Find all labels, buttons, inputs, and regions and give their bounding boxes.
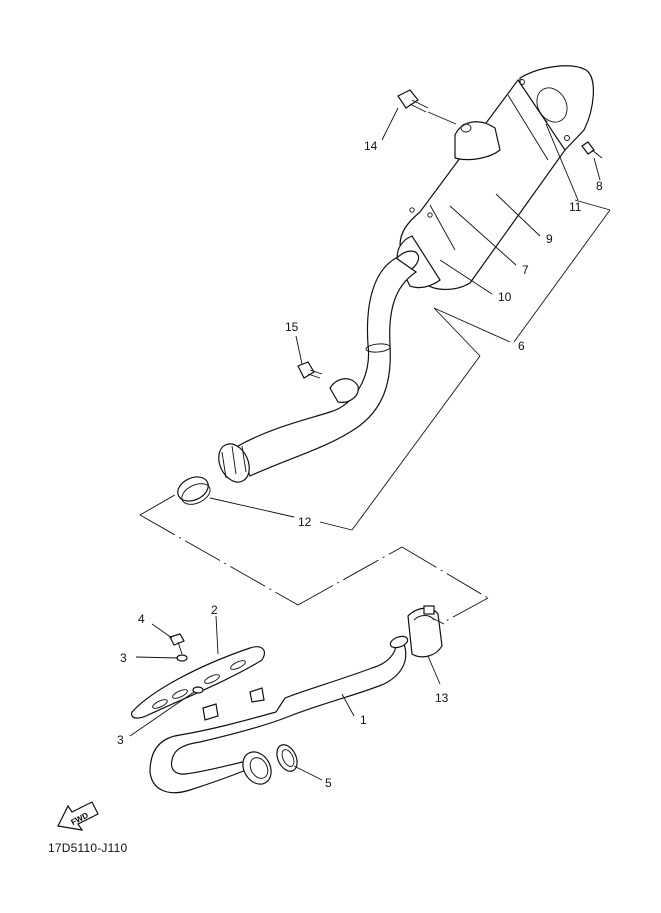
rivet-8 <box>581 141 603 159</box>
callout-13: 13 <box>435 691 449 705</box>
callout-8: 8 <box>596 179 603 193</box>
rear-exhaust-pipe <box>218 257 418 483</box>
callout-11: 11 <box>569 200 582 214</box>
callout-14: 14 <box>364 139 378 153</box>
callout-15: 15 <box>285 320 299 334</box>
washer-3-lower <box>192 686 204 694</box>
callout-numbers: 1 2 3 3 4 5 6 7 8 9 10 11 12 13 14 15 <box>117 139 603 790</box>
callout-3-lower: 3 <box>117 733 124 747</box>
exhaust-protector <box>131 646 265 719</box>
upper-assembly-frame <box>139 491 489 623</box>
clamp-13 <box>407 605 445 658</box>
fwd-arrow-icon: FWD <box>57 801 99 831</box>
callout-9: 9 <box>546 232 553 246</box>
screw-4 <box>169 633 185 655</box>
callout-10: 10 <box>498 290 512 304</box>
gasket-12 <box>177 476 211 505</box>
callout-6: 6 <box>518 339 525 353</box>
callout-4: 4 <box>138 612 145 626</box>
bolt-15 <box>297 361 323 379</box>
callout-5: 5 <box>325 776 332 790</box>
callout-7: 7 <box>522 263 529 277</box>
callout-3-upper: 3 <box>120 651 127 665</box>
washer-3-upper <box>176 654 188 662</box>
diagram-code: 17D5110-J110 <box>48 841 128 855</box>
muffler-assembly <box>392 65 594 290</box>
callout-12: 12 <box>298 515 312 529</box>
front-exhaust-pipe <box>149 635 409 794</box>
callout-2: 2 <box>211 603 218 617</box>
leader-lines <box>129 107 611 781</box>
gasket-5 <box>276 744 298 772</box>
bolt-14 <box>397 89 429 113</box>
callout-1: 1 <box>360 713 367 727</box>
